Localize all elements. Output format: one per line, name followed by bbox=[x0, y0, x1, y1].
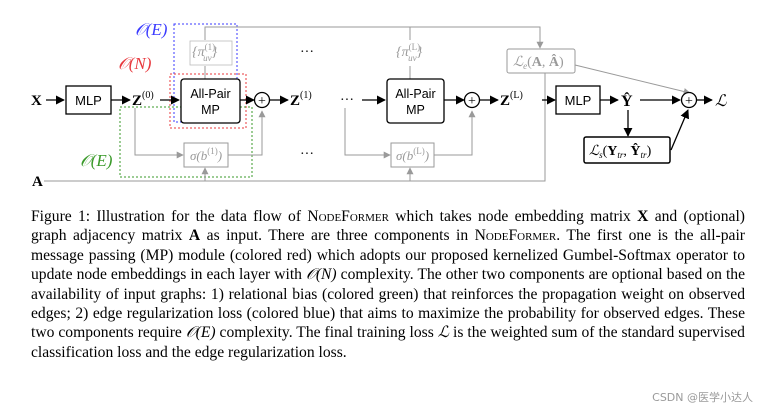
allpair-line1-1: All-Pair bbox=[190, 87, 230, 101]
mlp-label-2: MLP bbox=[565, 93, 592, 108]
dots-bottom: ··· bbox=[300, 147, 314, 162]
pi-1-label: {π(1)uv} bbox=[192, 42, 218, 63]
allpair-mp-box-L bbox=[386, 78, 445, 124]
mlp-box-2 bbox=[555, 85, 601, 115]
sigma-L-label: σ(b(L)) bbox=[396, 146, 429, 163]
oe-green-label: 𝒪(E) bbox=[80, 151, 113, 170]
caption-part-6: complexity. The other two components are… bbox=[31, 266, 745, 342]
z1-label: Z(1) bbox=[290, 90, 312, 109]
sum-node-final bbox=[680, 91, 698, 109]
zL-label: Z(L) bbox=[500, 90, 523, 109]
sum-node-1 bbox=[253, 91, 271, 109]
caption-part-5: . The first one is the all-pair message … bbox=[31, 227, 745, 284]
allpair-line1-L: All-Pair bbox=[395, 87, 435, 101]
loss-label: ℒ bbox=[715, 93, 727, 110]
nodeformer-name-1: NodeFormer bbox=[307, 208, 389, 225]
red-dashed-region bbox=[169, 73, 247, 129]
le-box bbox=[506, 48, 576, 74]
on-red-label: 𝒪(N) bbox=[118, 54, 152, 73]
ls-label: ℒs(Ytr, Ŷtr) bbox=[589, 142, 652, 160]
x-input-label: X bbox=[31, 93, 42, 109]
a-input-label: A bbox=[32, 174, 43, 190]
dots-mid: ··· bbox=[340, 93, 354, 108]
gray-paths bbox=[44, 26, 691, 182]
a-matrix: A bbox=[188, 227, 201, 245]
figure-caption: Figure 1: Illustration for the data flow… bbox=[31, 207, 745, 362]
loss-symbol: ℒ bbox=[437, 324, 450, 342]
mlp-box-1 bbox=[65, 85, 112, 115]
ls-box bbox=[583, 136, 671, 164]
black-arrows bbox=[46, 95, 713, 151]
on-complexity: 𝒪(N) bbox=[306, 266, 337, 284]
mlp-label-1: MLP bbox=[75, 93, 102, 108]
dots-top: ··· bbox=[300, 45, 314, 60]
sigma-1-box bbox=[183, 142, 229, 168]
le-label: ℒe(A, Â) bbox=[513, 53, 564, 71]
nodeformer-dataflow-diagram: 𝒪(E) 𝒪(N) 𝒪(E) X A bbox=[31, 20, 727, 190]
sum-node-L bbox=[463, 91, 481, 109]
caption-part-4: as input. There are three components in bbox=[200, 227, 475, 245]
nodeformer-name-2: NodeFormer bbox=[474, 227, 557, 245]
plus-glyph-L: + bbox=[468, 94, 476, 109]
oe-blue-label: 𝒪(E) bbox=[135, 20, 168, 39]
sigma-L-box bbox=[390, 142, 435, 168]
pi-L-label: {π(L)uv} bbox=[396, 42, 423, 63]
caption-part-3: and (optional) graph adjacency matrix bbox=[31, 208, 745, 245]
plus-glyph-final: + bbox=[685, 94, 693, 109]
sigma-1-label: σ(b(1)) bbox=[190, 146, 222, 163]
caption-part-7: complexity. The final training loss bbox=[215, 324, 438, 342]
allpair-line2-L: MP bbox=[406, 103, 425, 117]
caption-part-1: Figure 1: Illustration for the data flow… bbox=[31, 208, 308, 225]
plus-glyph-1: + bbox=[258, 94, 266, 109]
caption-part-8: is the weighted sum of the standard supe… bbox=[31, 324, 745, 361]
x-matrix: X bbox=[637, 208, 649, 225]
watermark: CSDN @医学小达人 bbox=[652, 391, 753, 404]
z0-label: Z(0) bbox=[132, 90, 154, 109]
allpair-mp-box-1 bbox=[180, 78, 241, 124]
allpair-line2-1: MP bbox=[201, 103, 220, 117]
oe-complexity: 𝒪(E) bbox=[185, 324, 216, 342]
caption-part-2: which takes node embedding matrix bbox=[388, 208, 638, 225]
yhat-label: Ŷ bbox=[621, 91, 633, 110]
pi-1-box bbox=[189, 40, 233, 66]
